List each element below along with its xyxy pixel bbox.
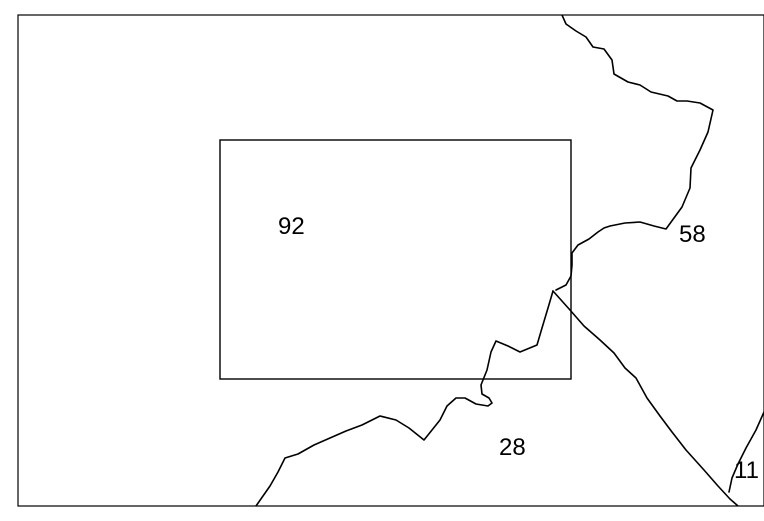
boundary-line-east <box>552 290 739 506</box>
boundary-line-north <box>555 15 714 291</box>
region-label-58: 58 <box>679 221 706 248</box>
map-frame <box>17 14 764 507</box>
region-label-11: 11 <box>734 457 759 484</box>
region-label-92: 92 <box>278 213 305 240</box>
region-label-28: 28 <box>499 434 526 461</box>
boundary-line-west <box>255 290 554 506</box>
boundary-line-southeast <box>728 411 764 493</box>
selection-rectangle[interactable] <box>219 139 572 380</box>
